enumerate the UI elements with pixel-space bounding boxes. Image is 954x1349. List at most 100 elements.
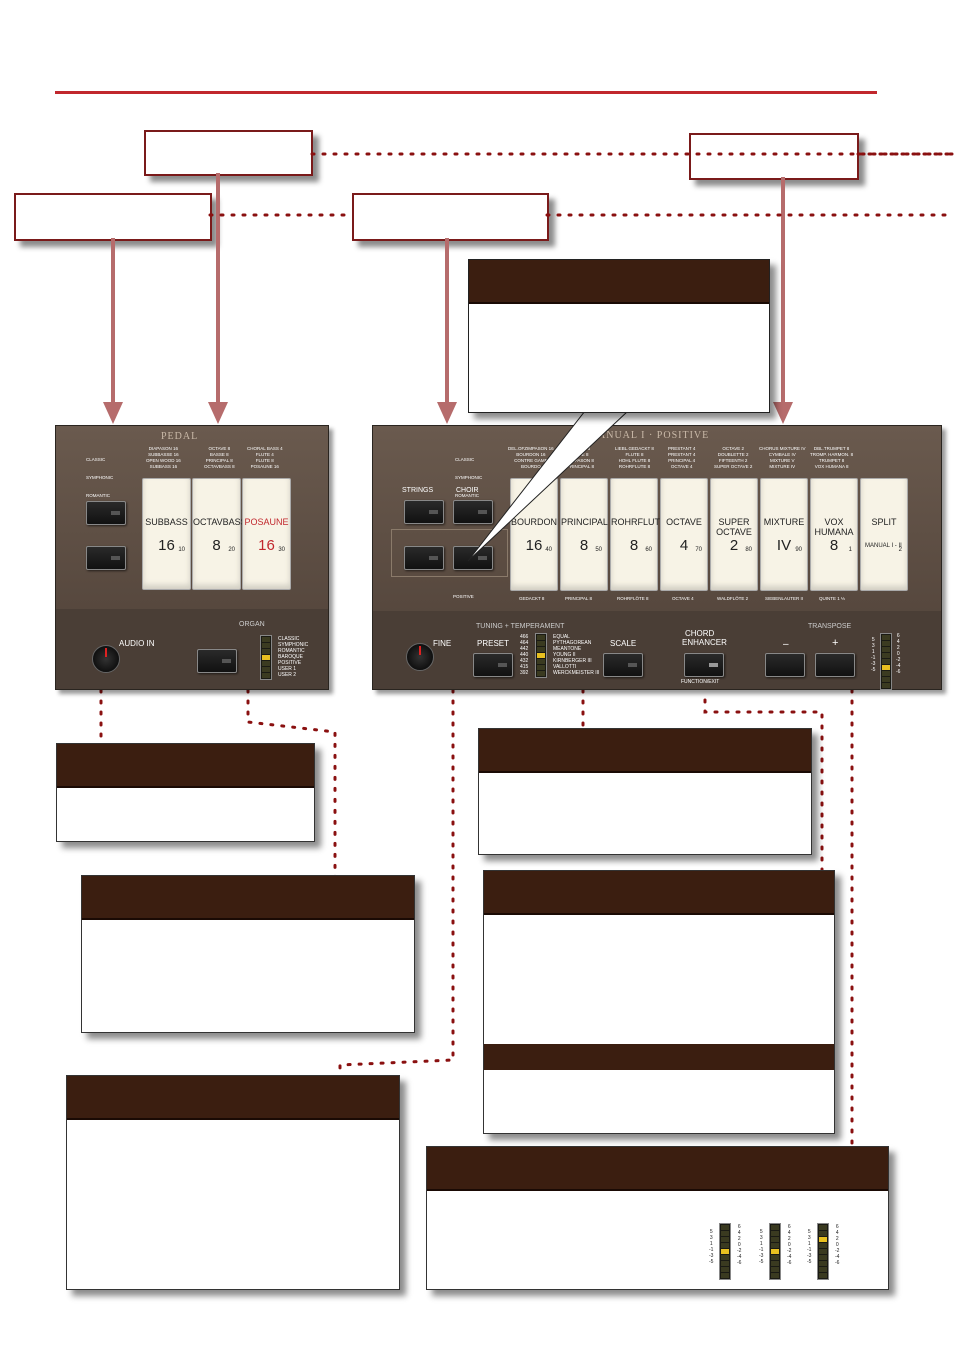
octave-bottom: OCTAVE 4 bbox=[672, 596, 694, 601]
led bbox=[111, 556, 120, 560]
voxhumana-bottom: QUINTE 1 ⅓ bbox=[819, 596, 845, 601]
chord-enhancer-button[interactable] bbox=[684, 653, 724, 677]
box-header bbox=[469, 260, 769, 304]
tr-right-1: 6 4 2 0 -2 -4 -6 bbox=[737, 1224, 742, 1266]
led bbox=[628, 663, 637, 667]
info-box-choir bbox=[468, 259, 770, 413]
bourdon-bottom: GEDACKT 8 bbox=[519, 596, 545, 601]
info-box-organ bbox=[81, 875, 415, 1033]
led bbox=[222, 659, 231, 663]
tablet-super-octave[interactable]: SUPER OCTAVE 2 80 bbox=[710, 478, 758, 591]
rohrflute-top: LIEBL.GEDACKT 8 FLUTE 8 HOHL FLUTE 8 ROH… bbox=[615, 446, 654, 469]
callout-manual-left bbox=[352, 193, 549, 241]
tab-names-3: CHORAL BASS 4 FLUTE 4 FLUTE 8 POSAUNE 16 bbox=[247, 446, 283, 469]
fine-knob[interactable] bbox=[406, 643, 434, 671]
positive-label: POSITIVE bbox=[453, 594, 474, 599]
tr-left-1: 5 3 1 -1 -3 -5 bbox=[709, 1229, 714, 1265]
pedal-title: PEDAL bbox=[161, 431, 199, 442]
mixture-bottom: SIEBENLAUTER II bbox=[765, 596, 804, 601]
tr-right-2: 6 4 2 0 -2 -4 -6 bbox=[787, 1224, 792, 1266]
led bbox=[429, 556, 438, 560]
temperament-list: EQUAL PYTHAGOREAN MEANTONE YOUNG II KIRN… bbox=[553, 634, 600, 676]
pedal-panel: PEDAL CLASSIC SYMPHONIC ROMANTIC BAROQUE… bbox=[55, 425, 329, 690]
manual-button-3[interactable] bbox=[404, 546, 444, 570]
tablet-vox-humana[interactable]: VOX HUMANA 8 1 bbox=[810, 478, 858, 591]
transpose-left-values: 5 3 1 -1 -3 -5 bbox=[871, 637, 876, 673]
transpose-right-values: 6 4 2 0 -2 -4 -6 bbox=[896, 633, 901, 675]
pedal-button-2[interactable] bbox=[86, 546, 126, 570]
scale-button[interactable] bbox=[603, 653, 643, 677]
tablet-mixture[interactable]: MIXTURE IV 90 bbox=[760, 478, 808, 591]
preset-label: PRESET bbox=[477, 639, 510, 648]
tablet-octavbass[interactable]: OCTAVBASS 8 20 bbox=[192, 478, 247, 590]
manual-title: ANUAL I · POSITIVE bbox=[598, 430, 710, 441]
enhancer-label: ENHANCER bbox=[682, 638, 727, 647]
box-header bbox=[484, 871, 834, 915]
manual-button-4[interactable] bbox=[453, 546, 493, 570]
manual-lower-section: TUNING + TEMPERAMENT FINE PRESET 466 464… bbox=[373, 611, 941, 690]
organ-button[interactable] bbox=[197, 649, 237, 673]
principal-bottom: PRINCIPAL 8 bbox=[565, 596, 593, 601]
tablet-subbass[interactable]: SUBBASS 16 10 bbox=[142, 478, 191, 590]
bourdon-top: DEL.OFZIMPASON 16 BOURDON 16 CONTRE GAMB… bbox=[508, 446, 554, 469]
callout-manual-right bbox=[689, 133, 859, 180]
box-header bbox=[67, 1076, 399, 1120]
transpose-plus-button[interactable] bbox=[815, 653, 855, 677]
tr-left-2: 5 3 1 -1 -3 -5 bbox=[759, 1229, 764, 1265]
manual-panel: ANUAL I · POSITIVE CLASSIC SYMPHONIC ROM… bbox=[372, 425, 942, 690]
organ-led-bar bbox=[260, 635, 272, 680]
strings-button[interactable] bbox=[404, 500, 444, 524]
tablet-split[interactable]: SPLIT MANUAL I - II 2 bbox=[860, 478, 908, 591]
header-rule bbox=[55, 91, 877, 94]
transpose-label: TRANSPOSE bbox=[808, 623, 852, 630]
tablet-octave[interactable]: OCTAVE 4 70 bbox=[660, 478, 708, 591]
voxhumana-top: DBL.TRUMPET 8 TROMP. HARMON. 8 TRUMPET 8… bbox=[810, 446, 854, 469]
fine-label: FINE bbox=[433, 639, 452, 648]
superoctave-top: OCTAVE 2 DOUBLETTE 2 FIFTEENTH 2 SUPER O… bbox=[714, 446, 753, 469]
led bbox=[111, 511, 120, 515]
organ-styles: CLASSIC SYMPHONIC ROMANTIC BAROQUE POSIT… bbox=[278, 636, 309, 678]
box-header bbox=[479, 729, 811, 773]
hz-values: 466 464 442 440 432 415 392 bbox=[520, 634, 529, 676]
transpose-minus-button[interactable] bbox=[765, 653, 805, 677]
box-header bbox=[57, 744, 314, 788]
tuning-led-bar bbox=[535, 633, 547, 678]
tablet-rohrflute[interactable]: ROHRFLUTE 8 60 bbox=[610, 478, 666, 591]
audio-in-label: AUDIO IN bbox=[119, 639, 155, 648]
chord-label: CHORD bbox=[685, 629, 715, 638]
octave-top: PRESTANT 4 PRESTANT 4 PRINCIPAL 4 OCTAVE… bbox=[668, 446, 696, 469]
led bbox=[709, 663, 718, 667]
function-exit-label: FUNCTION/EXIT bbox=[681, 679, 720, 685]
preset-button[interactable] bbox=[473, 653, 513, 677]
led bbox=[498, 663, 507, 667]
scale-label: SCALE bbox=[610, 639, 637, 648]
choir-button[interactable] bbox=[453, 500, 493, 524]
tab-names-2: OCTAVE 8 BASSE 8 PRINCIPAL 8 OCTAVBASS 8 bbox=[204, 446, 235, 469]
mixture-top: CHORUS MIXTURE IV CYMBALE IV MIXTURE V M… bbox=[759, 446, 806, 469]
box-header bbox=[427, 1147, 888, 1191]
superoctave-bottom: WALDFLÖTE 2 bbox=[717, 596, 749, 601]
info-box-chord-enhancer bbox=[483, 870, 835, 1134]
minus-label: – bbox=[783, 639, 789, 650]
pedal-button-1[interactable] bbox=[86, 501, 126, 525]
plus-label: + bbox=[832, 637, 839, 649]
info-box-transpose: 5 3 1 -1 -3 -5 6 4 2 0 -2 -4 -6 5 3 1 -1… bbox=[426, 1146, 889, 1290]
tab-names-1: DIAPASON 16 SUBBASSE 16 OPEN WOOD 16 SUB… bbox=[146, 446, 181, 469]
transpose-led-bar bbox=[880, 633, 892, 690]
tuning-label: TUNING + TEMPERAMENT bbox=[476, 623, 565, 630]
led bbox=[478, 556, 487, 560]
tr-left-3: 5 3 1 -1 -3 -5 bbox=[807, 1229, 812, 1265]
box-subheader bbox=[484, 1044, 834, 1070]
transpose-indicator-1 bbox=[719, 1223, 731, 1280]
led bbox=[478, 510, 487, 514]
strings-label: STRINGS bbox=[402, 487, 434, 494]
audio-in-knob[interactable] bbox=[92, 645, 120, 673]
rohrflute-bottom: ROHRFLÖTE 8 bbox=[617, 596, 649, 601]
tablet-posaune[interactable]: POSAUNE 16 30 bbox=[242, 478, 291, 590]
tablet-principal[interactable]: PRINCIPAL 8 50 bbox=[560, 478, 608, 591]
info-box-preset bbox=[478, 728, 812, 855]
organ-label: ORGAN bbox=[239, 621, 265, 628]
box-header bbox=[82, 876, 414, 920]
callout-pedal-upper bbox=[144, 130, 313, 176]
